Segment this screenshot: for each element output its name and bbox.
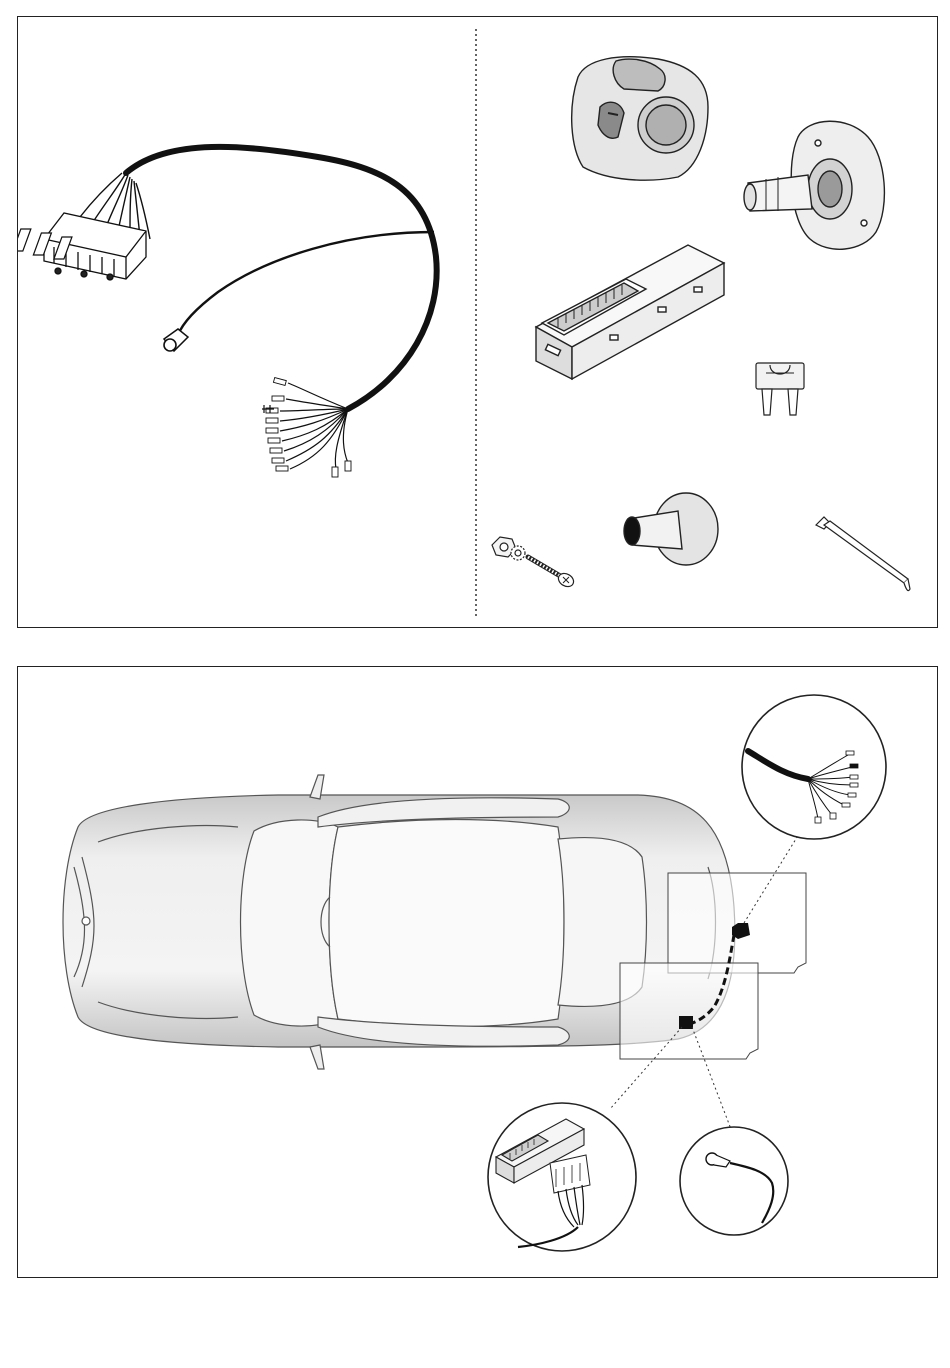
install-panel [17,666,938,1278]
module-location-marker [679,1016,693,1029]
module-box-icon [536,245,724,379]
ground-eyelet-detail [680,1127,788,1235]
ground-eyelet-icon [164,329,188,351]
grommet-icon [624,493,718,565]
wire-ends-icon [262,378,351,477]
parts-panel [17,16,938,628]
install-drawing [18,667,939,1279]
socket-cover-icon [572,57,708,180]
harness-connector-icon [18,213,146,280]
parts-drawing [18,17,939,629]
cable-tie-icon [816,517,910,591]
socket-plate-icon [744,121,884,249]
wiring-harness-icon [18,147,437,477]
blade-fuse-icon [756,363,804,415]
module-connector-detail [488,1103,636,1251]
bolt-icon [492,537,576,589]
wire-ends-detail [742,695,886,839]
